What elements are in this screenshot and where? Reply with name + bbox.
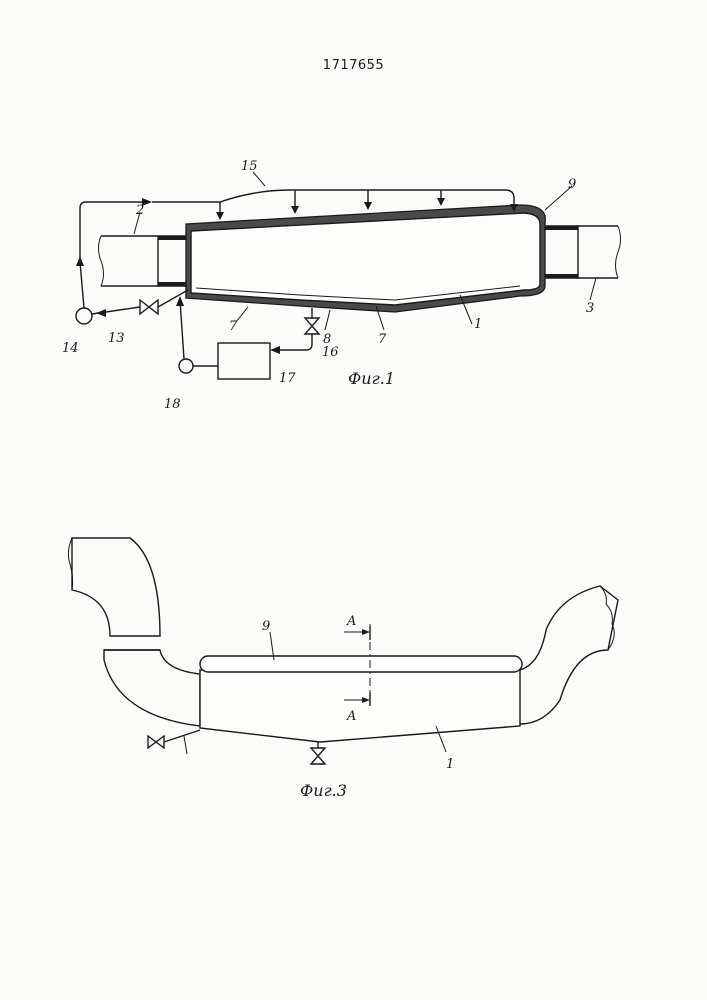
- pump-18-circle-icon: [179, 359, 193, 373]
- valve-16: [270, 308, 319, 354]
- right-elbow-pipe: [520, 586, 618, 724]
- section-label-a-bottom: A: [346, 709, 356, 724]
- label-1: 1: [474, 317, 482, 332]
- section-label-a-top: A: [346, 614, 356, 629]
- label-14: 14: [62, 341, 79, 356]
- lower-elbow-pipe: [104, 650, 200, 726]
- figure-1: 15 9 2 3 1 7 7 8 16 13 14 17 18 Фиг.1: [62, 159, 621, 412]
- label-13: 13: [108, 331, 125, 346]
- label-7-right: 7: [378, 332, 387, 347]
- label-18: 18: [164, 397, 181, 412]
- label-9: 9: [568, 177, 576, 192]
- apparatus-body-1: [200, 670, 520, 742]
- valve-13: [92, 290, 188, 317]
- label-9: 9: [262, 619, 270, 634]
- label-2: 2: [135, 203, 144, 218]
- jacket-9: [200, 656, 522, 672]
- unit-17: [218, 343, 270, 379]
- label-16: 16: [322, 345, 339, 360]
- figure-1-caption: Фиг.1: [348, 369, 395, 388]
- pipe-2: [99, 236, 189, 286]
- drain-valve-icon: [311, 748, 325, 764]
- figure-3: 9 1 A A Фиг.3: [68, 538, 618, 800]
- label-7-left: 7: [229, 319, 238, 334]
- label-17: 17: [279, 371, 296, 386]
- pump-14: [76, 262, 92, 324]
- label-1: 1: [446, 757, 454, 772]
- pipe-3: [538, 226, 621, 278]
- pump-circle-icon: [76, 308, 92, 324]
- inlet-valve-icon: [148, 736, 164, 748]
- label-15: 15: [241, 159, 258, 174]
- figure-3-caption: Фиг.3: [300, 781, 347, 800]
- drain-valve-icon: [305, 318, 319, 334]
- upper-elbow-pipe: [72, 538, 160, 636]
- valve-icon: [140, 300, 158, 314]
- pump-18: [176, 296, 218, 373]
- label-3: 3: [586, 301, 594, 316]
